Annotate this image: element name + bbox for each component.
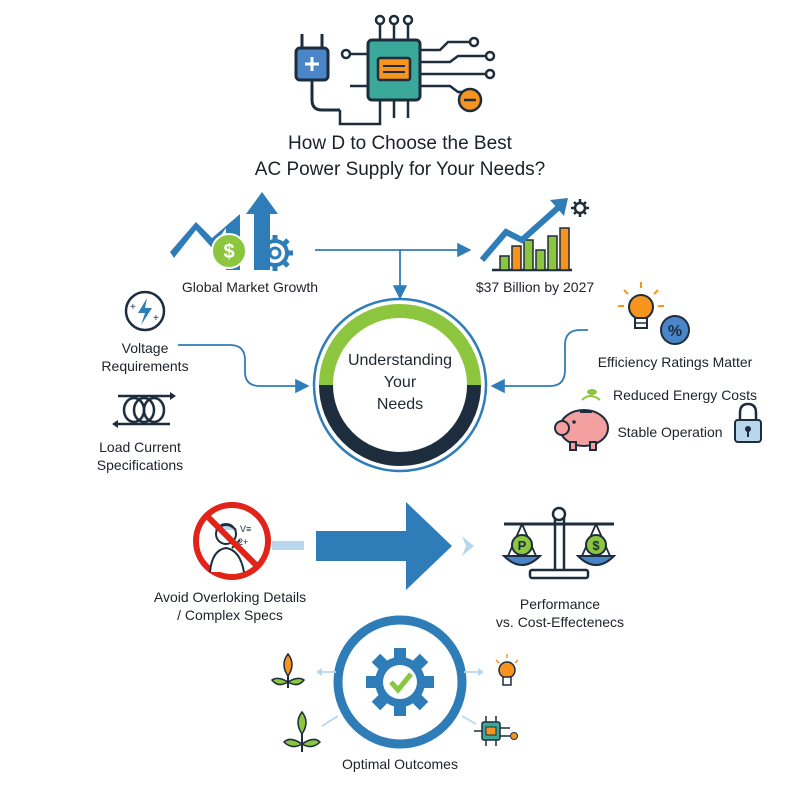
svg-text:V≡: V≡: [240, 524, 251, 534]
voltage-label-line-2: Requirements: [101, 358, 189, 374]
svg-text:+: +: [130, 302, 136, 313]
page-title-line-1: How D to Choose the Best: [288, 133, 512, 154]
load-label-line-1: Load Current: [99, 439, 181, 455]
svg-text:2+: 2+: [238, 537, 248, 547]
avoid-label-line-2: / Complex Specs: [177, 607, 283, 623]
performance-label-line-1: Performance: [519, 596, 601, 612]
energy-costs-label: Reduced Energy Costs: [613, 387, 757, 403]
market-value-label: $37 Billion by 2027: [475, 279, 595, 295]
page-title-line-2: AC Power Supply for Your Needs?: [254, 159, 546, 180]
performance-label-line-2: vs. Cost-Effectenecs: [495, 614, 625, 630]
hub-label-line-1: Understanding: [347, 352, 453, 369]
load-label-line-2: Specifications: [96, 457, 184, 473]
avoid-label-line-1: Avoid Overloking Details: [153, 589, 307, 605]
svg-text:P: P: [518, 538, 527, 553]
outcomes-label: Optimal Outcomes: [342, 756, 458, 772]
market-growth-label: Global Market Growth: [181, 279, 319, 295]
svg-text:%: %: [668, 323, 682, 340]
stable-operation-label: Stable Operation: [617, 424, 723, 440]
svg-text:+: +: [153, 313, 159, 324]
voltage-label-line-1: Voltage: [121, 340, 169, 356]
efficiency-label: Efficiency Ratings Matter: [597, 354, 753, 370]
svg-text:$: $: [592, 538, 600, 553]
hub-label-line-3: Needs: [376, 396, 424, 413]
hub-label: Understanding Your Needs: [330, 350, 470, 416]
hub-label-line-2: Your: [383, 374, 417, 391]
svg-text:$: $: [223, 241, 234, 263]
